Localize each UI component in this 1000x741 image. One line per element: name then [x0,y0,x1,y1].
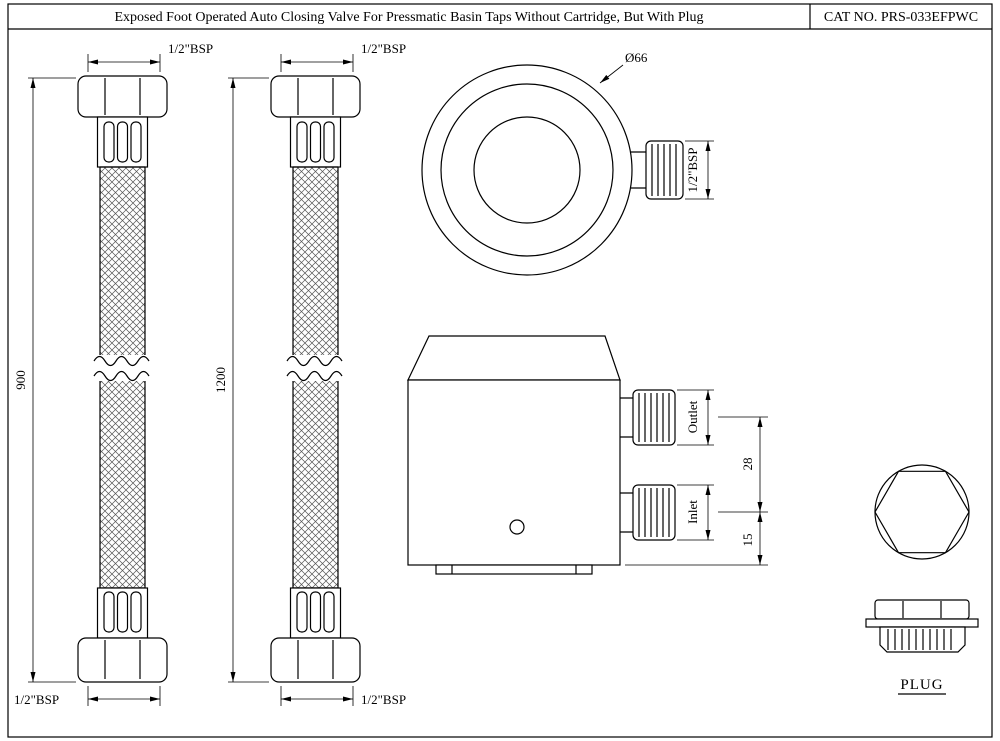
valve-front-view [407,335,676,575]
plug-side-view [865,599,979,653]
drawing-title: Exposed Foot Operated Auto Closing Valve… [114,10,703,25]
plug-top-view [874,464,970,560]
hose-1200-top-thread-label: 1/2"BSP [361,41,406,56]
plug-caption: PLUG [898,677,946,695]
sheet-border [7,3,993,738]
valve-top-dimensions: Ø66 1/2"BSP [599,50,714,200]
valve-front-dimensions: Outlet Inlet 28 15 [625,389,768,566]
hose-900-view [77,75,168,683]
hose-900-length-label: 900 [13,370,28,390]
outlet-connector [632,389,676,446]
catalog-number: CAT NO. PRS-033EFPWC [824,10,978,25]
hose-1200-length-label: 1200 [213,367,228,393]
hose-1200-view [270,75,361,683]
base-distance-label: 15 [740,534,755,547]
valve-top-view [421,64,684,276]
diameter-label: Ø66 [625,50,648,65]
hose-900-top-thread-label: 1/2"BSP [168,41,213,56]
valve-thread-label: 1/2"BSP [685,147,700,192]
inlet-label: Inlet [685,500,700,524]
plug-label: PLUG [900,677,943,693]
hose-900-dimensions: 1/2"BSP 900 1/2"BSP [13,41,213,707]
outlet-label: Outlet [685,400,700,433]
inlet-connector [632,484,676,541]
center-distance-label: 28 [740,458,755,471]
title-bar: Exposed Foot Operated Auto Closing Valve… [7,3,993,738]
hose-1200-dimensions: 1/2"BSP 1200 1/2"BSP [213,41,406,707]
hose-900-bottom-thread-label: 1/2"BSP [14,692,59,707]
hose-1200-bottom-thread-label: 1/2"BSP [361,692,406,707]
screw-hole [509,519,525,535]
